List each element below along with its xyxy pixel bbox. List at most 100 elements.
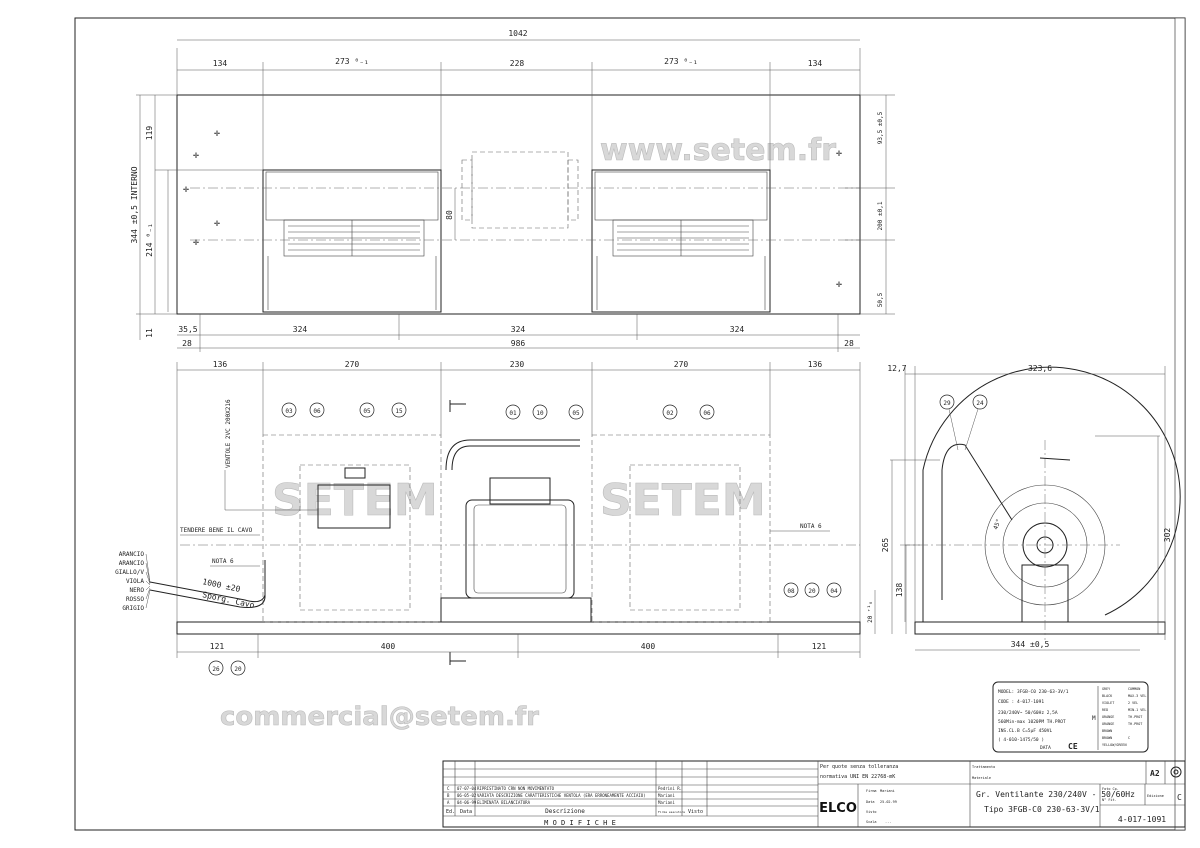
rev-ed: A <box>447 800 450 805</box>
title-line-2: Tipo 3FGB-C0 230-63-3V/1 <box>984 805 1100 814</box>
dim: 324 <box>293 325 308 334</box>
dim: 138 <box>895 583 904 598</box>
format: A2 <box>1150 769 1160 778</box>
dim: 270 <box>345 360 360 369</box>
svg-text:02: 02 <box>666 410 674 417</box>
nameplate-line: 560Min-max 1020PM TH.PROT <box>998 719 1066 725</box>
watermark-brand-left: SETEM <box>272 475 438 526</box>
svg-text:05: 05 <box>572 410 580 417</box>
svg-text:✛: ✛ <box>214 218 220 229</box>
rev-sign: Mariani <box>658 800 675 805</box>
dim: 270 <box>674 360 689 369</box>
ce-mark: CE <box>1068 742 1078 751</box>
bubble: 20 <box>230 660 246 676</box>
note-6-left: NOTA 6 <box>212 558 234 565</box>
bubble: 04 <box>826 582 842 598</box>
svg-text:BROWN: BROWN <box>1102 736 1112 740</box>
svg-text:Foto Cp.: Foto Cp. <box>1102 787 1119 791</box>
svg-text:MIN-1 VEL: MIN-1 VEL <box>1128 708 1146 712</box>
dim: 265 <box>881 538 890 553</box>
section-arrow-icon <box>449 652 466 665</box>
nameplate-line: ( 4-010-1475/50 ) <box>998 737 1044 743</box>
nameplate-line: INS.CL.B C=5µF 450VL <box>998 728 1052 734</box>
dim: 273 ⁰₋₁ <box>335 57 369 66</box>
rev-date: 06-05-02 <box>457 793 477 798</box>
svg-text:COMMON: COMMON <box>1128 687 1140 691</box>
scroll-housing <box>922 366 1181 622</box>
watermark: www.setem.fr SETEM SETEM commercial@sete… <box>220 133 837 733</box>
dim: 93,5 ±0,5 <box>877 111 884 144</box>
wire-label: ARANCIO <box>119 560 145 567</box>
svg-text:✛: ✛ <box>836 148 842 159</box>
rev-ed: B <box>447 793 450 798</box>
edition: C <box>1177 793 1182 802</box>
svg-text:VIOLET: VIOLET <box>1102 701 1114 705</box>
bubble: 02 <box>662 404 678 420</box>
svg-text:TH.PROT: TH.PROT <box>1128 715 1142 719</box>
projection-symbol-icon <box>1170 766 1182 778</box>
svg-text:Scala: Scala <box>866 820 877 824</box>
dim: 230 <box>510 360 525 369</box>
svg-text:✛: ✛ <box>183 184 189 195</box>
svg-text:25-02-99: 25-02-99 <box>880 800 897 804</box>
side-view: 12,7 323,6 302 265 138 344 ±0,5 45° 29 2… <box>881 364 1181 651</box>
bubble: 29 <box>939 394 955 410</box>
dim: 119 <box>145 126 154 141</box>
nameplate-model: MODEL: 3FGB-C0 230-63-3V/1 <box>998 689 1069 695</box>
dim: 228 <box>510 59 525 68</box>
svg-text:Trattamento: Trattamento <box>972 765 995 769</box>
part-bubbles: 03 06 05 15 01 10 05 02 06 08 20 04 26 2… <box>208 402 842 676</box>
bubble: 24 <box>972 394 988 410</box>
svg-text:GREY: GREY <box>1102 687 1110 691</box>
rev-date: 07-07-04 <box>457 786 477 791</box>
svg-text:Edizione: Edizione <box>1147 794 1164 798</box>
dim-overall: 1042 <box>508 29 527 38</box>
fixing-holes: ✛✛✛✛✛✛✛ <box>183 128 842 290</box>
svg-text:29: 29 <box>943 400 951 407</box>
dim: 12,7 <box>887 364 906 373</box>
svg-text:...: ... <box>885 820 891 824</box>
nameplate-data: DATA <box>1040 745 1051 751</box>
motor <box>465 499 575 599</box>
dim: 986 <box>511 339 526 348</box>
wire-label: GRIGIO <box>122 605 144 612</box>
bubble: 06 <box>699 404 715 420</box>
bubble: 05 <box>359 402 375 418</box>
svg-text:Firma esecutore: Firma esecutore <box>658 810 685 814</box>
dim: 273 ⁰₋₁ <box>664 57 698 66</box>
svg-text:Visto: Visto <box>866 810 877 814</box>
elco-logo: ELCO <box>819 801 857 816</box>
svg-text:✛: ✛ <box>836 279 842 290</box>
dim: 80 <box>445 210 454 220</box>
svg-text:06: 06 <box>703 410 711 417</box>
dim: 214 ⁰₋₁ <box>145 223 154 257</box>
svg-text:04: 04 <box>830 588 838 595</box>
dim: 121 <box>210 642 225 651</box>
svg-text:Ed.: Ed. <box>446 809 455 815</box>
dim: 28 <box>182 339 192 348</box>
wire-label: NERO <box>130 587 145 594</box>
bubble: 08 <box>783 582 799 598</box>
svg-text:26: 26 <box>212 666 220 673</box>
nameplate: MODEL: 3FGB-C0 230-63-3V/1 CODE : 4-017-… <box>992 681 1149 753</box>
base-plate <box>176 621 861 635</box>
nameplate-code: CODE : 4-017-1091 <box>998 699 1044 705</box>
bubble: 03 <box>281 402 297 418</box>
dim: 324 <box>511 325 526 334</box>
svg-text:Data: Data <box>460 809 472 815</box>
svg-text:Materiale: Materiale <box>972 776 991 780</box>
rev-date: 04-06-99 <box>457 800 477 805</box>
dim: 20 ⁺¹₀ <box>867 601 874 623</box>
svg-text:Mariani: Mariani <box>880 789 895 793</box>
nameplate-line: 230/240V~ 50/60Hz 2,5A <box>998 710 1058 716</box>
wire-label: ARANCIO <box>119 551 145 558</box>
dim: 28 <box>844 339 854 348</box>
svg-text:01: 01 <box>509 410 517 417</box>
bubble: 01 <box>505 404 521 420</box>
rev-desc: RIPRISTINATO CRN NON MOVIMENTATO <box>477 786 555 791</box>
top-view: 1042 134 273 ⁰₋₁ 228 273 ⁰₋₁ 134 80 ✛✛✛ <box>130 29 895 352</box>
dim: 302 <box>1163 528 1172 543</box>
bubble: 05 <box>568 404 584 420</box>
svg-text:N° Fit.: N° Fit. <box>1102 798 1117 802</box>
